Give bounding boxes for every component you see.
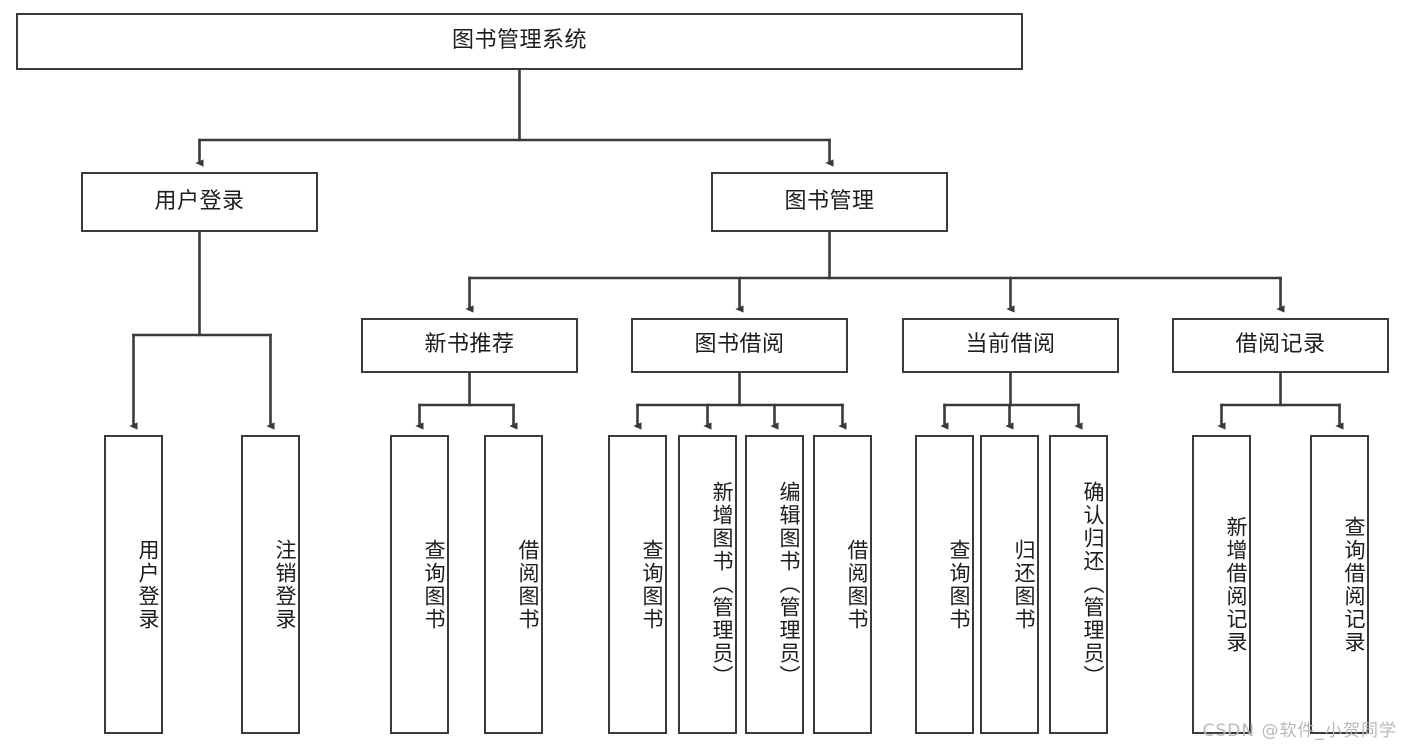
node-borrow-records-label: 借阅记录 (1235, 332, 1326, 358)
node-borrow-records[interactable]: 借阅记录 (1172, 318, 1389, 373)
node-new-book-recommend[interactable]: 新书推荐 (361, 318, 578, 373)
leaf-query-book-recommend-label: 查询图书 (422, 538, 446, 631)
leaf-query-borrow-record-label: 查询借阅记录 (1342, 515, 1366, 654)
leaf-query-book-current-label: 查询图书 (947, 538, 971, 631)
leaf-logout[interactable]: 注销登录 (241, 435, 300, 734)
node-book-borrow[interactable]: 图书借阅 (631, 318, 848, 373)
leaf-user-login[interactable]: 用户登录 (104, 435, 163, 734)
leaf-query-book-current[interactable]: 查询图书 (915, 435, 974, 734)
node-book-borrow-label: 图书借阅 (694, 332, 785, 358)
leaf-add-book-admin-label: 新增图书（管理员） (710, 481, 734, 688)
node-root[interactable]: 图书管理系统 (16, 13, 1023, 70)
leaf-edit-book-admin-label: 编辑图书（管理员） (777, 481, 801, 688)
watermark-text: CSDN @软件_小贺同学 (1202, 721, 1397, 741)
leaf-borrow-book-recommend[interactable]: 借阅图书 (484, 435, 543, 734)
leaf-query-book-borrow[interactable]: 查询图书 (608, 435, 667, 734)
leaf-confirm-return-admin[interactable]: 确认归还（管理员） (1049, 435, 1108, 734)
leaf-add-borrow-record[interactable]: 新增借阅记录 (1192, 435, 1251, 734)
leaf-confirm-return-admin-label: 确认归还（管理员） (1081, 481, 1105, 688)
node-current-borrow[interactable]: 当前借阅 (902, 318, 1119, 373)
node-new-book-recommend-label: 新书推荐 (424, 332, 515, 358)
leaf-return-book-label: 归还图书 (1012, 538, 1036, 631)
leaf-return-book[interactable]: 归还图书 (980, 435, 1039, 734)
node-book-management-label: 图书管理 (784, 188, 875, 214)
leaf-edit-book-admin[interactable]: 编辑图书（管理员） (745, 435, 804, 734)
leaf-logout-label: 注销登录 (273, 538, 297, 631)
leaf-add-borrow-record-label: 新增借阅记录 (1224, 515, 1248, 654)
leaf-query-book-recommend[interactable]: 查询图书 (390, 435, 449, 734)
node-current-borrow-label: 当前借阅 (965, 332, 1056, 358)
leaf-borrow-book-label: 借阅图书 (845, 538, 869, 631)
node-user-login-label: 用户登录 (154, 188, 245, 214)
leaf-borrow-book[interactable]: 借阅图书 (813, 435, 872, 734)
leaf-add-book-admin[interactable]: 新增图书（管理员） (678, 435, 737, 734)
leaf-query-book-borrow-label: 查询图书 (640, 538, 664, 631)
leaf-query-borrow-record[interactable]: 查询借阅记录 (1310, 435, 1369, 734)
node-root-label: 图书管理系统 (451, 28, 587, 54)
node-user-login[interactable]: 用户登录 (81, 172, 318, 232)
leaf-borrow-book-recommend-label: 借阅图书 (516, 538, 540, 631)
leaf-user-login-label: 用户登录 (136, 538, 160, 631)
node-book-management[interactable]: 图书管理 (711, 172, 948, 232)
